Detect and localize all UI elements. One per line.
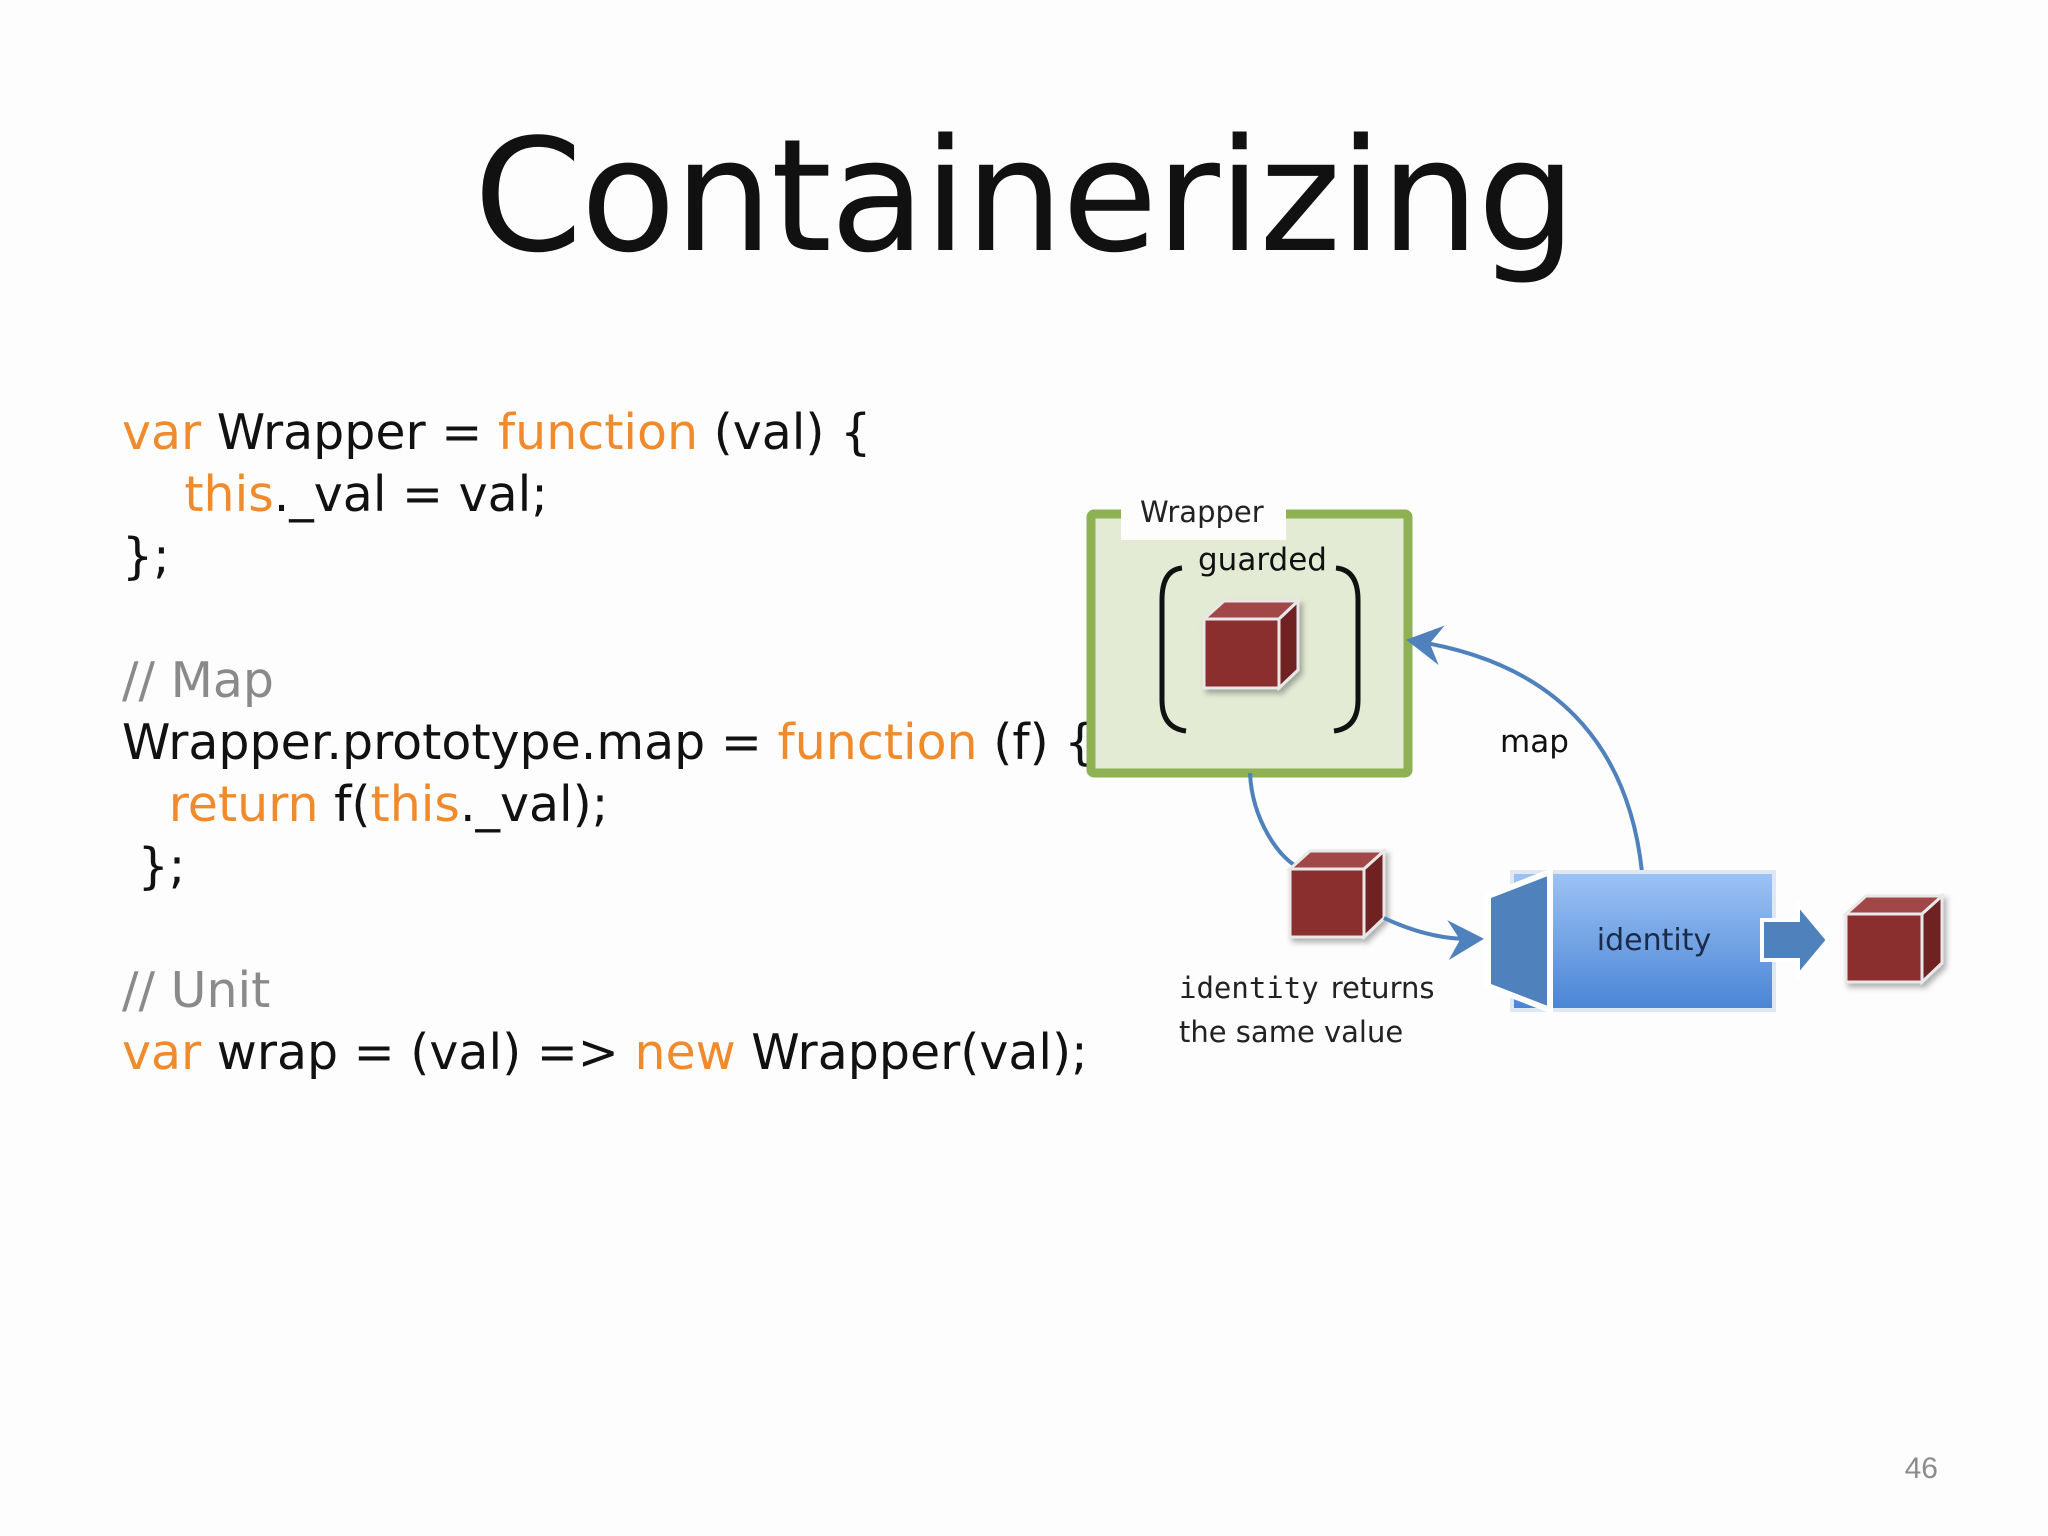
code-keyword: this	[370, 776, 460, 833]
caption-line-2: the same value	[1179, 1015, 1403, 1049]
code-text: Wrapper =	[201, 404, 498, 461]
code-line-11: var wrap = (val) => new Wrapper(val);	[122, 1022, 1088, 1084]
caption-rest: returns	[1331, 971, 1435, 1005]
page-number: 46	[1904, 1452, 1938, 1485]
cube-icon	[1200, 597, 1302, 692]
guarded-label: guarded	[1198, 542, 1327, 578]
identity-label: identity	[1597, 923, 1711, 958]
map-label: map	[1500, 724, 1569, 760]
code-text: f(	[318, 776, 371, 833]
caption-mono: identity	[1179, 971, 1319, 1005]
code-line-7: return f(this._val);	[122, 774, 1082, 836]
code-keyword: var	[122, 1024, 202, 1081]
code-line-1: var Wrapper = function (val) {	[122, 402, 1082, 464]
code-line-5: // Map	[122, 650, 1082, 712]
code-line-6: Wrapper.prototype.map = function (f) {	[122, 712, 1095, 774]
code-text: (val) {	[698, 404, 872, 461]
code-text: wrap = (val) =>	[201, 1024, 635, 1081]
code-line-2: this._val = val;	[122, 464, 1082, 526]
code-comment: // Unit	[122, 962, 271, 1019]
input-arrow	[1383, 916, 1484, 961]
identity-function-box: identity	[1485, 867, 1776, 1015]
code-keyword: var	[122, 404, 202, 461]
unwrap-arrow	[1248, 772, 1301, 870]
code-text: ._val = val;	[273, 466, 548, 523]
code-line-8: };	[122, 836, 1082, 898]
code-comment: // Map	[122, 652, 275, 709]
cube-icon	[1842, 892, 1946, 986]
output-arrow	[1760, 898, 1831, 982]
code-block: var Wrapper = function (val) { this._val…	[122, 402, 1095, 1084]
code-keyword: new	[634, 1024, 736, 1081]
cube-icon	[1286, 847, 1388, 941]
guarded-brackets	[1159, 565, 1361, 734]
code-keyword: function	[777, 714, 978, 771]
caption-line-1: identity returns	[1179, 971, 1434, 1005]
code-keyword: return	[168, 776, 319, 833]
code-keyword: this	[184, 466, 274, 523]
wrapper-label-bg	[1121, 496, 1286, 540]
wrapper-label: Wrapper	[1140, 495, 1264, 529]
slide-title: Containerizing	[473, 105, 1577, 287]
map-arrow	[1406, 625, 1644, 873]
code-line-10: // Unit	[122, 960, 1082, 1022]
code-text: };	[137, 838, 186, 895]
code-text: };	[122, 528, 170, 585]
code-text: Wrapper.prototype.map =	[122, 714, 778, 771]
code-line-3: };	[122, 526, 1082, 588]
code-keyword: function	[497, 404, 699, 461]
code-text: Wrapper(val);	[735, 1024, 1088, 1081]
code-text: ._val);	[459, 776, 609, 833]
